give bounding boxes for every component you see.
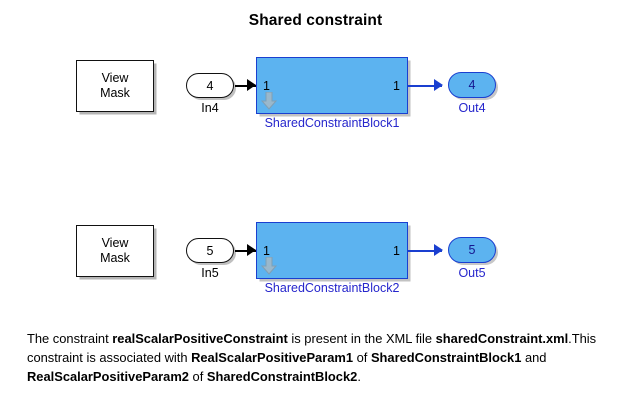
shared-constraint-block-2[interactable]: 1 1	[256, 222, 408, 279]
desc-constraint-name: realScalarPositiveConstraint	[112, 331, 288, 346]
arrowhead-input-icon-2	[247, 244, 256, 256]
desc-block-name-2: SharedConstraintBlock2	[206, 368, 358, 384]
block-row-1: View Mask 4 In4 1 1 SharedConstraintBloc…	[0, 50, 631, 160]
signal-wire-output-1	[408, 85, 442, 87]
block-output-port-number-2: 1	[393, 244, 400, 258]
view-mask-label-line2: Mask	[100, 86, 130, 100]
shared-constraint-block-label-2: SharedConstraintBlock2	[264, 281, 400, 295]
desc-seg-9: and	[521, 349, 547, 365]
desc-seg-13: .	[357, 368, 361, 384]
outport-number: 4	[468, 78, 476, 92]
view-mask-button-1[interactable]: View Mask	[76, 60, 154, 112]
page-title: Shared constraint	[248, 12, 383, 29]
outport-block-1[interactable]: 4	[448, 72, 496, 98]
outport-label-1: Out4	[458, 101, 486, 115]
desc-seg-7: of	[353, 349, 371, 365]
desc-param-name-1: RealScalarPositiveParam1	[191, 349, 354, 365]
desc-seg-3: is present in the XML file	[287, 331, 436, 346]
view-mask-label-line2: Mask	[100, 251, 130, 265]
inport-block-2[interactable]: 5	[186, 238, 234, 263]
block-input-port-number-2: 1	[263, 244, 270, 258]
signal-wire-output-2	[408, 250, 442, 252]
desc-xml-file-name: sharedConstraint.xml	[435, 331, 569, 346]
signal-wire-input-1	[235, 85, 256, 87]
arrowhead-output-icon-2	[434, 244, 443, 256]
down-arrow-icon	[260, 256, 278, 275]
inport-label-1: In4	[201, 101, 219, 115]
block-row-2: View Mask 5 In5 1 1 SharedConstraintBloc…	[0, 215, 631, 325]
block-output-port-number-1: 1	[393, 79, 400, 93]
inport-block-1[interactable]: 4	[186, 73, 234, 98]
signal-wire-input-2	[235, 250, 256, 252]
down-arrow-icon	[260, 91, 278, 110]
desc-block-name-1: SharedConstraintBlock1	[370, 349, 522, 365]
outport-number: 5	[468, 243, 476, 257]
desc-seg-1: The constraint	[27, 331, 113, 346]
view-mask-label-line1: View	[101, 236, 129, 251]
outport-block-2[interactable]: 5	[448, 237, 496, 263]
arrowhead-output-icon-1	[434, 79, 443, 91]
block-input-port-number-1: 1	[263, 79, 270, 93]
inport-number: 4	[206, 78, 214, 93]
desc-seg-11: of	[188, 368, 207, 384]
desc-seg-5: .This constraint is associated with	[27, 331, 597, 365]
shared-constraint-block-1[interactable]: 1 1	[256, 57, 408, 114]
shared-constraint-block-label-1: SharedConstraintBlock1	[264, 116, 400, 130]
outport-label-2: Out5	[458, 266, 486, 280]
description-text: The constraint realScalarPositiveConstra…	[27, 330, 617, 386]
inport-label-2: In5	[201, 266, 219, 280]
view-mask-button-2[interactable]: View Mask	[76, 225, 154, 277]
view-mask-label-line1: View	[101, 71, 129, 86]
desc-param-name-2: RealScalarPositiveParam2	[27, 368, 189, 384]
inport-number: 5	[206, 243, 214, 258]
arrowhead-input-icon-1	[247, 79, 256, 91]
